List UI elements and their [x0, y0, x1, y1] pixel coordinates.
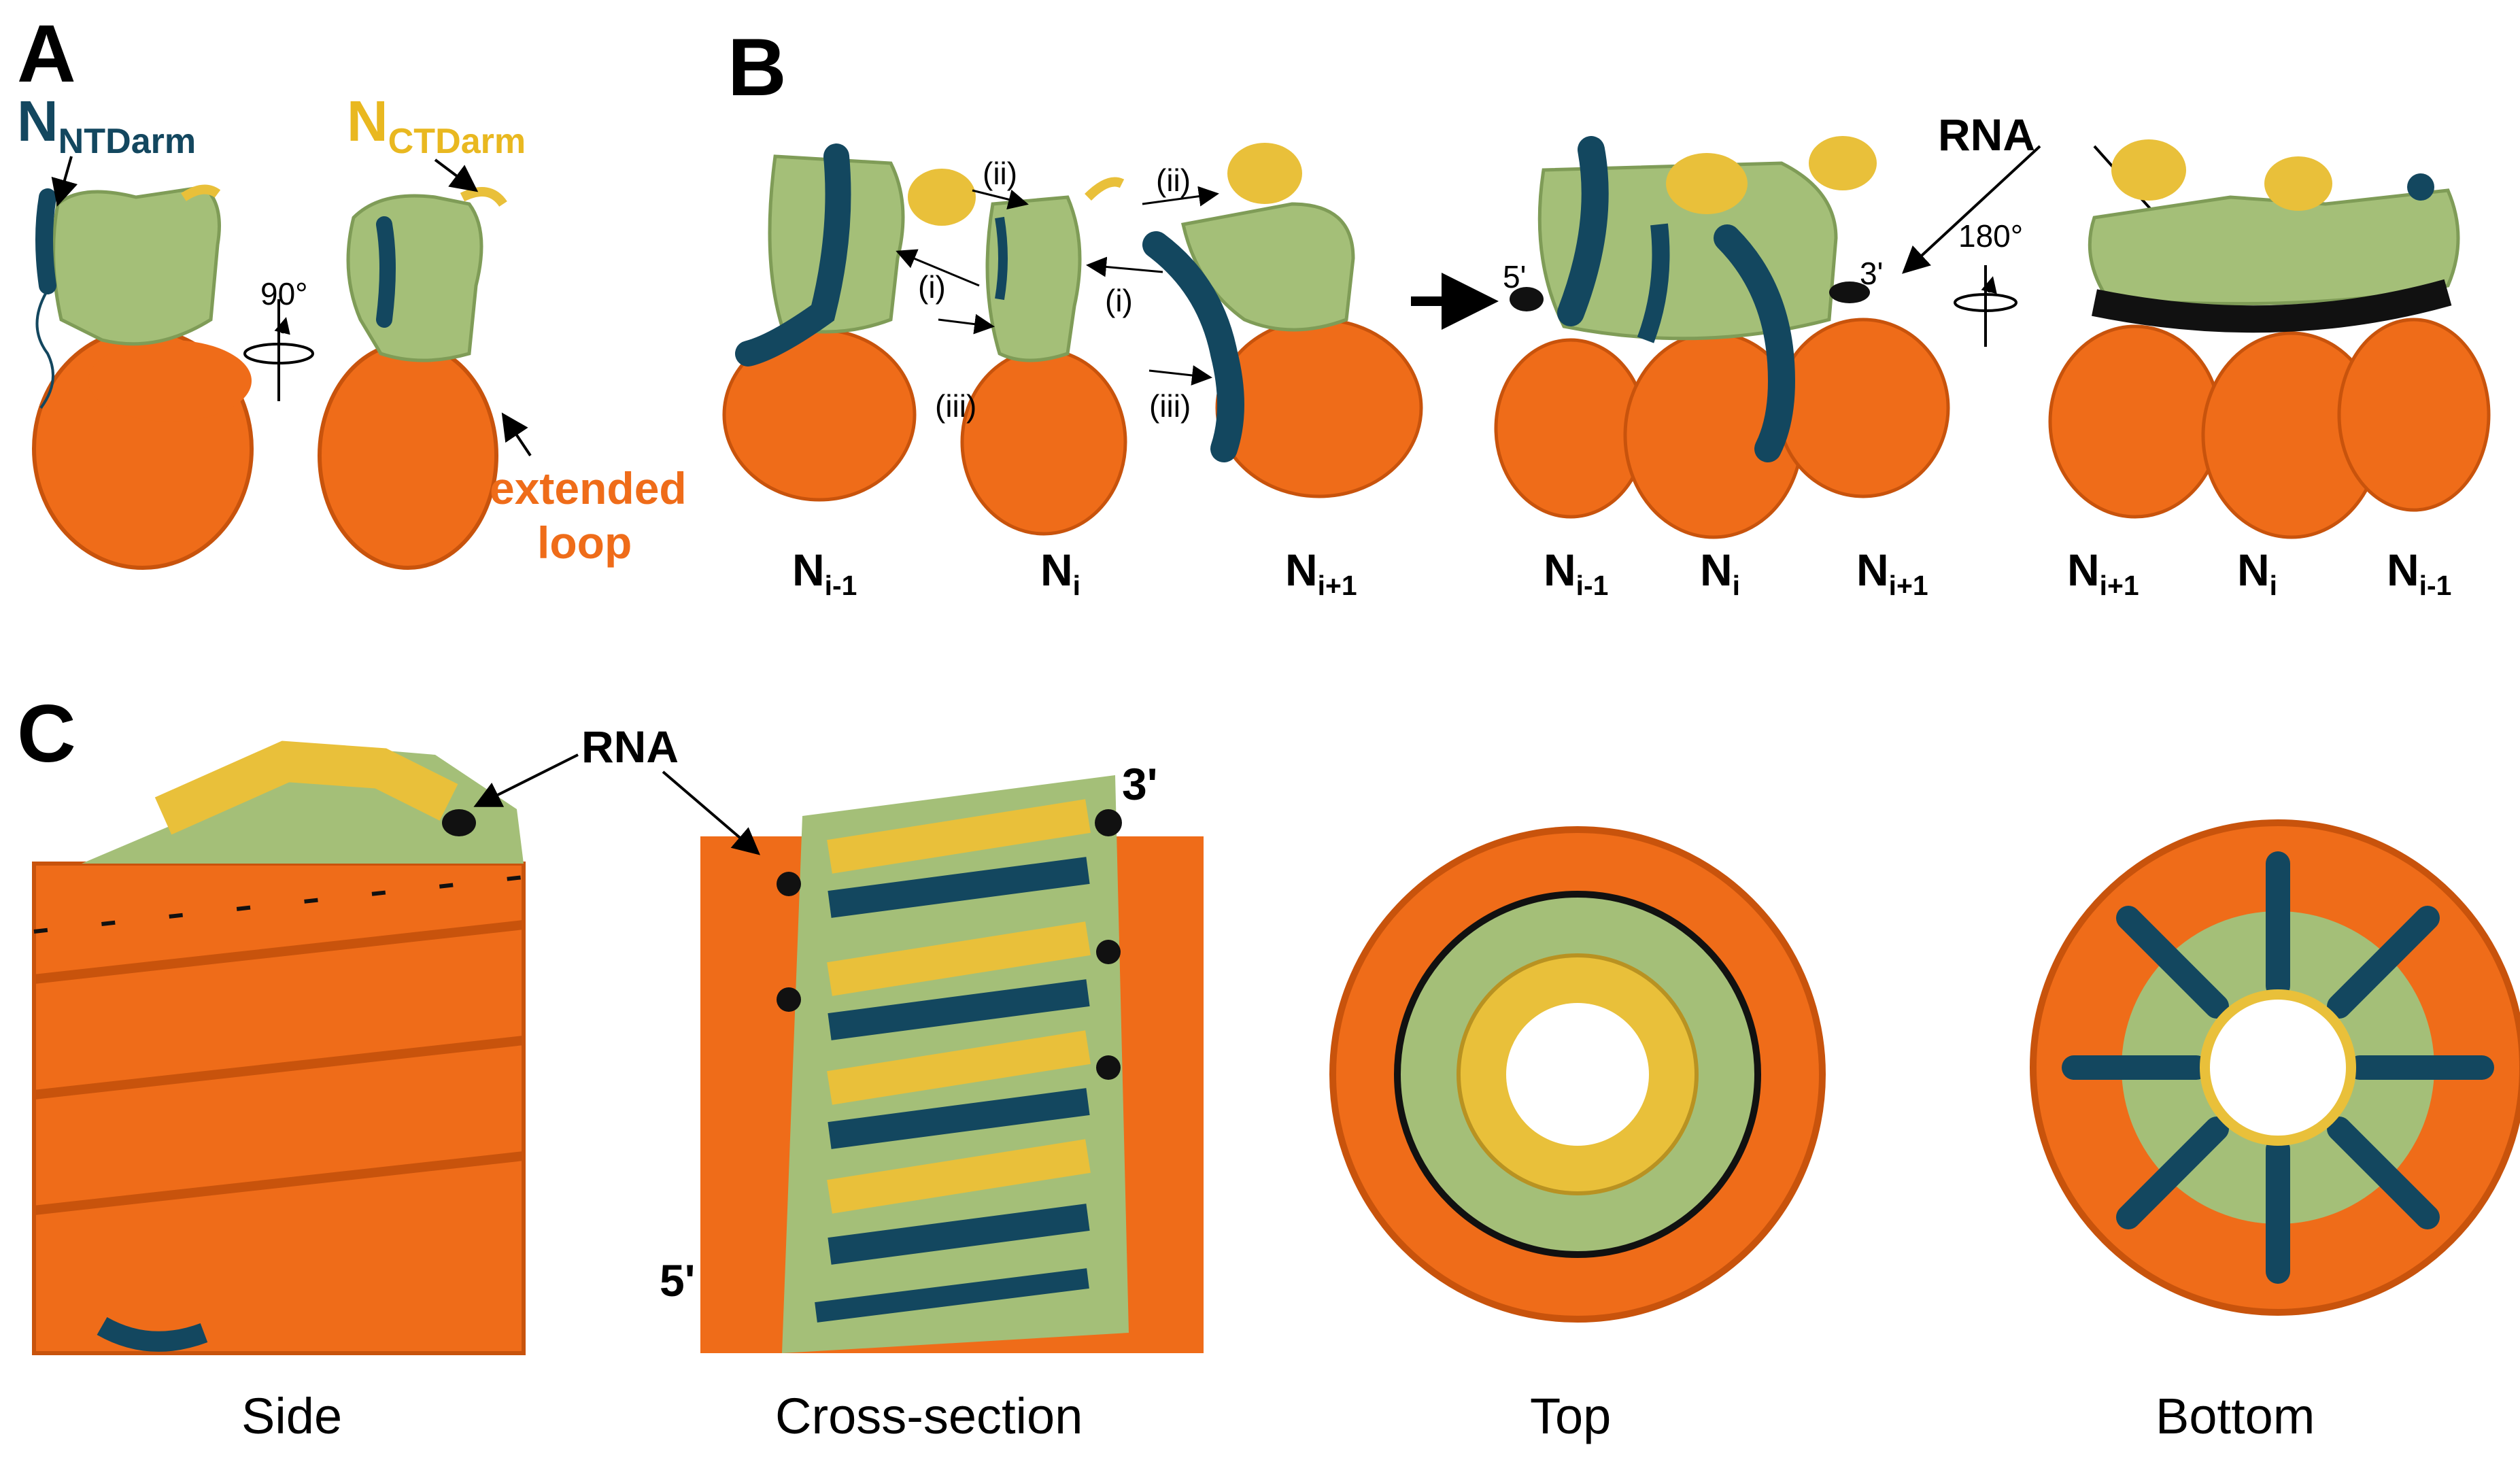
trimer-front — [1494, 136, 1950, 539]
label-ii-right: (ii) — [1156, 163, 1191, 198]
monomer-b-im1 — [722, 143, 976, 502]
label-extended: extended — [490, 463, 687, 513]
arrow-iii-left — [938, 313, 995, 335]
view-label-side: Side — [241, 1388, 343, 1444]
view-label-bottom: Bottom — [2156, 1388, 2315, 1444]
panel-label-a: A — [17, 8, 76, 99]
panel-b-structures — [722, 136, 2491, 539]
arrow-i-right — [1086, 256, 1163, 277]
rotation-label-a: 90° — [260, 276, 308, 311]
arrow-rna-left — [1902, 145, 2041, 274]
label-iii-left: (iii) — [935, 388, 977, 424]
monomer-a-front — [32, 184, 254, 570]
label-iii-right: (iii) — [1149, 388, 1191, 424]
arrow-rna-cross — [662, 770, 761, 855]
panel-label-c: C — [17, 688, 76, 779]
arrow-ii-right — [1142, 186, 1219, 207]
filament-bottom-view — [2030, 819, 2520, 1316]
label-n-ctd-arm: NCTDarm — [347, 89, 526, 161]
label-3prime-b: 3' — [1860, 256, 1884, 291]
label-b2-n-im1: Ni-1 — [1544, 545, 1609, 602]
trimer-back — [2048, 139, 2491, 539]
label-b2-n-i: Ni — [1700, 545, 1741, 602]
label-rna-c: RNA — [581, 721, 679, 772]
label-ii-left: (ii) — [983, 156, 1018, 191]
arrow-ii-left — [972, 189, 1029, 210]
label-b-n-ip1: Ni+1 — [1285, 545, 1357, 602]
monomer-a-side — [318, 187, 507, 570]
monomer-b-i — [960, 177, 1127, 536]
arrow-ntd-arm — [51, 156, 78, 207]
rotation-symbol-a — [243, 299, 314, 401]
filament-top-view — [1329, 826, 1826, 1323]
label-5prime-b: 5' — [1503, 259, 1527, 294]
label-rna-b: RNA — [1938, 109, 2035, 160]
label-b3-n-im1: Ni-1 — [2387, 545, 2452, 602]
arrow-ctd-arm — [434, 158, 479, 192]
label-b-n-im1: Ni-1 — [792, 545, 857, 602]
rotation-label-b: 180° — [1958, 218, 2024, 254]
monomer-b-ip1 — [1142, 143, 1423, 498]
label-b2-n-ip1: Ni+1 — [1856, 545, 1928, 602]
panel-c-structures — [32, 740, 2520, 1355]
arrow-extended-loop — [501, 412, 532, 457]
label-n-ntd-arm: NNTDarm — [17, 89, 197, 161]
view-label-top: Top — [1530, 1388, 1612, 1444]
label-b3-n-i: Ni — [2237, 545, 2278, 602]
panel-a-structures — [32, 156, 532, 570]
label-loop: loop — [537, 517, 632, 568]
label-b3-n-ip1: Ni+1 — [2067, 545, 2139, 602]
label-5prime-c: 5' — [660, 1255, 696, 1306]
filament-cross-section — [700, 775, 1204, 1353]
arrow-iii-right — [1148, 365, 1212, 386]
label-3prime-c: 3' — [1122, 759, 1158, 809]
filament-side-view — [32, 740, 526, 1355]
label-i-left: (i) — [918, 269, 946, 305]
view-label-cross-section: Cross-section — [775, 1388, 1083, 1444]
label-i-right: (i) — [1105, 283, 1133, 318]
label-b-n-i: Ni — [1040, 545, 1081, 602]
arrow-i-left — [896, 249, 980, 287]
panel-label-b: B — [728, 22, 787, 113]
arrow-rna-side — [473, 753, 579, 807]
rotation-symbol-b — [1954, 265, 2017, 347]
